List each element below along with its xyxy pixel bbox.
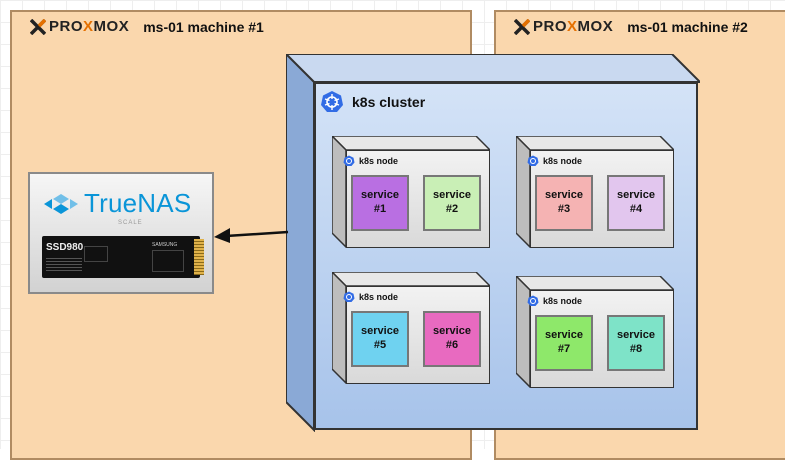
kubernetes-icon — [343, 155, 355, 166]
kubernetes-icon — [527, 155, 539, 166]
node-3d-frame — [332, 136, 490, 248]
node-title: k8s node — [527, 155, 582, 167]
proxmox-wordmark: PROXMOX — [49, 18, 130, 35]
ssd-controller — [152, 250, 184, 272]
proxmox-logo: PROXMOX — [30, 18, 129, 35]
node-3d-frame — [516, 276, 674, 388]
service-label: service — [433, 325, 471, 338]
ssd-chip — [84, 246, 108, 262]
ssd-connector — [194, 239, 204, 275]
node-front-panel: k8s node service #5 service #6 — [343, 286, 490, 384]
service-8: service #8 — [607, 315, 665, 371]
proxmox-logo: PROXMOX — [514, 18, 613, 35]
service-number: #7 — [557, 343, 571, 355]
truenas-mark-icon — [44, 193, 78, 214]
ssd-text-lines — [46, 258, 82, 272]
service-number: #3 — [557, 203, 571, 215]
machine-1-header: PROXMOX ms-01 machine #1 — [30, 18, 264, 35]
service-label: service — [545, 329, 583, 342]
service-number: #2 — [445, 203, 459, 215]
service-6: service #6 — [423, 311, 481, 367]
service-1: service #1 — [351, 175, 409, 231]
machine-2-header: PROXMOX ms-01 machine #2 — [514, 18, 748, 35]
ssd-label: SSD980 — [46, 242, 84, 253]
node-front-panel: k8s node service #3 service #4 — [527, 150, 674, 248]
service-label: service — [617, 329, 655, 342]
proxmox-accent-letter: X — [567, 18, 578, 35]
service-number: #4 — [629, 203, 643, 215]
service-number: #5 — [373, 339, 387, 351]
service-label: service — [617, 189, 655, 202]
ssd-brand: SAMSUNG — [152, 242, 178, 248]
truenas-logo: TrueNAS — [44, 188, 191, 219]
service-number: #8 — [629, 343, 643, 355]
node-title-text: k8s node — [359, 156, 399, 166]
kubernetes-icon — [527, 295, 539, 306]
service-2: service #2 — [423, 175, 481, 231]
service-7: service #7 — [535, 315, 593, 371]
proxmox-wordmark: PROXMOX — [533, 18, 614, 35]
storage-arrow — [214, 228, 289, 243]
service-label: service — [361, 325, 399, 338]
cluster-title: k8s cluster — [320, 90, 425, 114]
machine-title: ms-01 machine #2 — [627, 18, 748, 35]
truenas-storage: TrueNAS SCALE SSD980 SAMSUNG — [28, 172, 214, 294]
service-5: service #5 — [351, 311, 409, 367]
node-title-text: k8s node — [543, 296, 583, 306]
service-label: service — [361, 189, 399, 202]
proxmox-accent-letter: X — [83, 18, 94, 35]
proxmox-x-icon — [30, 18, 46, 35]
proxmox-x-icon — [514, 18, 530, 35]
ssd-drive-image: SSD980 SAMSUNG — [42, 236, 204, 278]
k8s-node-4: k8s node service #7 service #8 — [516, 276, 674, 388]
truenas-wordmark: TrueNAS — [84, 188, 192, 218]
node-title-text: k8s node — [543, 156, 583, 166]
kubernetes-icon — [343, 291, 355, 302]
node-front-panel: k8s node service #7 service #8 — [527, 290, 674, 388]
truenas-edition: SCALE — [118, 220, 143, 226]
node-title-text: k8s node — [359, 292, 399, 302]
cluster-3d-frame — [286, 54, 700, 432]
service-3: service #3 — [535, 175, 593, 231]
cluster-title-text: k8s cluster — [352, 94, 426, 110]
service-4: service #4 — [607, 175, 665, 231]
service-label: service — [433, 189, 471, 202]
node-title: k8s node — [343, 291, 398, 303]
node-title: k8s node — [527, 295, 582, 307]
kubernetes-icon — [321, 91, 343, 112]
k8s-node-2: k8s node service #3 service #4 — [516, 136, 674, 248]
service-label: service — [545, 189, 583, 202]
k8s-node-3: k8s node service #5 service #6 — [332, 272, 490, 384]
node-title: k8s node — [343, 155, 398, 167]
k8s-node-1: k8s node service #1 service #2 — [332, 136, 490, 248]
machine-title: ms-01 machine #1 — [143, 18, 264, 35]
node-3d-frame — [516, 136, 674, 248]
node-front-panel: k8s node service #1 service #2 — [343, 150, 490, 248]
service-number: #1 — [373, 203, 387, 215]
service-number: #6 — [445, 339, 459, 351]
